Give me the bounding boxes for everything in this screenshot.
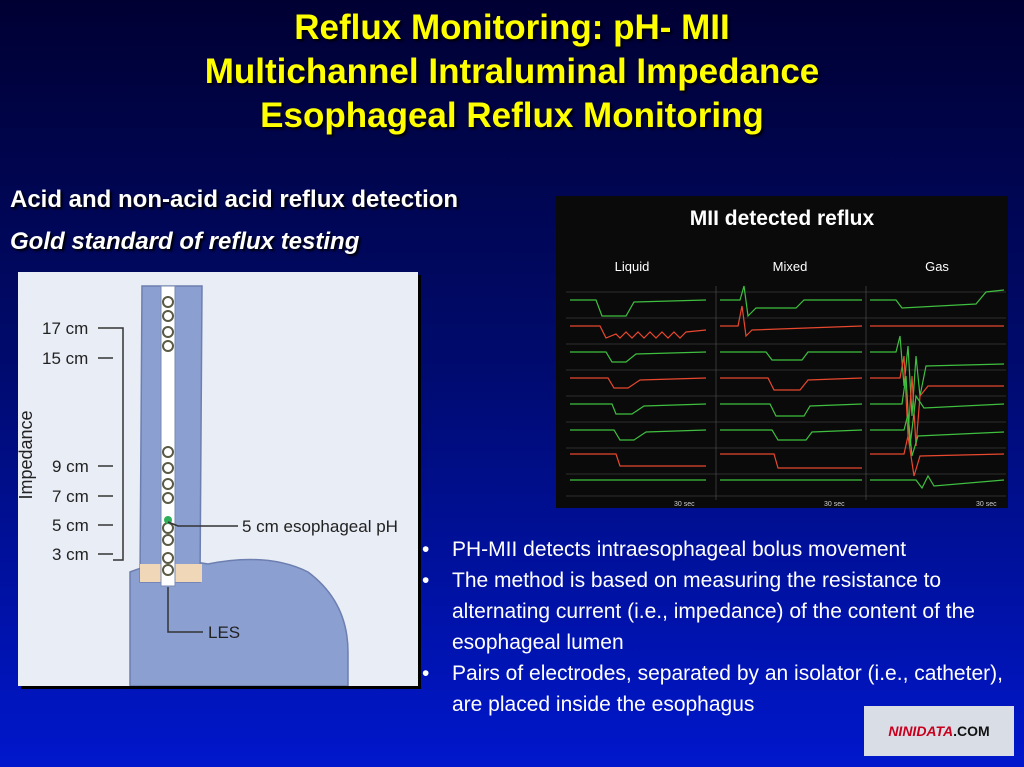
mark-9cm: 9 cm [52, 457, 89, 476]
subtitle-gold-standard: Gold standard of reflux testing [10, 228, 360, 255]
mark-5cm: 5 cm [52, 516, 89, 535]
mark-7cm: 7 cm [52, 487, 89, 506]
slide-title: Reflux Monitoring: pH- MII Multichannel … [0, 6, 1024, 138]
esophagus-illustration: Impedance 17 cm 15 cm 9 cm 7 cm 5 cm 3 c… [16, 285, 398, 687]
les-leader [167, 587, 203, 633]
time-scale-mixed: 30 sec [824, 501, 845, 508]
column-mixed: Mixed [773, 259, 808, 274]
ninidata-logo[interactable]: NINIDATA.COM [864, 706, 1014, 756]
logo-part-1: NINIDATA [888, 723, 954, 739]
catheter-tube [160, 285, 176, 587]
impedance-bracket [113, 327, 124, 561]
bullet-item: PH-MII detects intraesophageal bolus mov… [420, 534, 1020, 565]
subtitle-detection: Acid and non-acid acid reflux detection [10, 186, 459, 213]
tick-marks [98, 327, 113, 555]
catheter-diagram: Impedance 17 cm 15 cm 9 cm 7 cm 5 cm 3 c… [16, 272, 418, 687]
mii-traces [570, 285, 1005, 490]
time-scale-liquid: 30 sec [674, 501, 695, 508]
ph-label: 5 cm esophageal pH [242, 517, 398, 536]
time-scale-gas: 30 sec [976, 501, 997, 508]
ph-leader [167, 521, 238, 527]
logo-part-2: .COM [953, 723, 990, 739]
bullet-item: Pairs of electrodes, separated by an iso… [420, 658, 1020, 720]
bullet-list: PH-MII detects intraesophageal bolus mov… [420, 534, 1020, 720]
mii-tracing-panel: MII detected reflux Liquid Mixed Gas [556, 196, 1008, 508]
mark-17cm: 17 cm [42, 319, 88, 338]
mark-15cm: 15 cm [42, 349, 88, 368]
bullet-item: The method is based on measuring the res… [420, 565, 1020, 658]
mii-tracing-svg: MII detected reflux Liquid Mixed Gas [566, 207, 1006, 508]
column-liquid: Liquid [615, 259, 650, 274]
electrode-rings [162, 296, 174, 576]
column-gas: Gas [925, 259, 949, 274]
les-label: LES [208, 623, 240, 642]
title-line-3: Esophageal Reflux Monitoring [260, 96, 764, 135]
mii-grid [566, 286, 1006, 500]
title-line-1: Reflux Monitoring: pH- MII [294, 8, 730, 47]
mark-3cm: 3 cm [52, 545, 89, 564]
title-line-2: Multichannel Intraluminal Impedance [204, 52, 820, 91]
mii-title: MII detected reflux [690, 207, 875, 230]
axis-label-impedance: Impedance [18, 410, 36, 499]
